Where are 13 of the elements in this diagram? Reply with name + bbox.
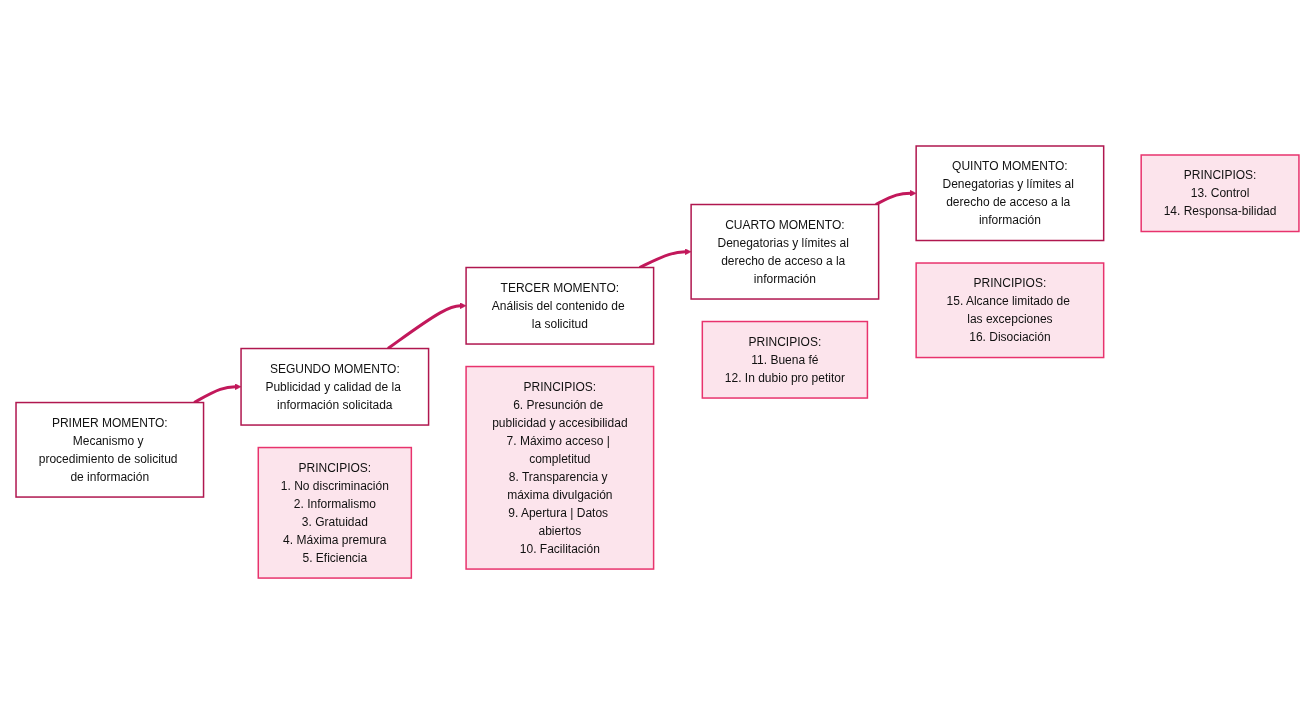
node-box: PRINCIPIOS: 11. Buena fé 12. In dubio pro petitor: [701, 321, 869, 400]
node-box: PRIMER MOMENTO: Mecanismo y procedimiento de solicitud de información: [15, 402, 205, 499]
node-box: PRINCIPIOS: 6. Presunción de publicidad y accesibilidad 7. Máximo acceso | completitud 8. Transparencia y máxima divulgación 9. Apertura | Datos abiertos 10. Facilitación: [465, 366, 655, 571]
arrow: [193, 383, 242, 405]
node-box: PRINCIPIOS: 13. Control 14. Responsa-bilidad: [1140, 154, 1300, 233]
node-box: PRINCIPIOS: 15. Alcance limitado de las excepciones 16. Disociación: [915, 262, 1105, 359]
node-box: CUARTO MOMENTO: Denegatorias y límites al derecho de acceso a la información: [690, 204, 880, 301]
node-box: PRINCIPIOS: 1. No discriminación 2. Informalismo 3. Gratuidad 4. Máxima premura 5. Eficiencia: [257, 447, 413, 580]
arrow: [387, 302, 467, 351]
arrow: [875, 190, 917, 207]
node-box: SEGUNDO MOMENTO: Publicidad y calidad de la información solicitada: [240, 348, 430, 427]
node-box: QUINTO MOMENTO: Denegatorias y límites al derecho de acceso a la información: [915, 145, 1105, 242]
node-box: TERCER MOMENTO: Análisis del contenido de la solicitud: [465, 267, 655, 346]
